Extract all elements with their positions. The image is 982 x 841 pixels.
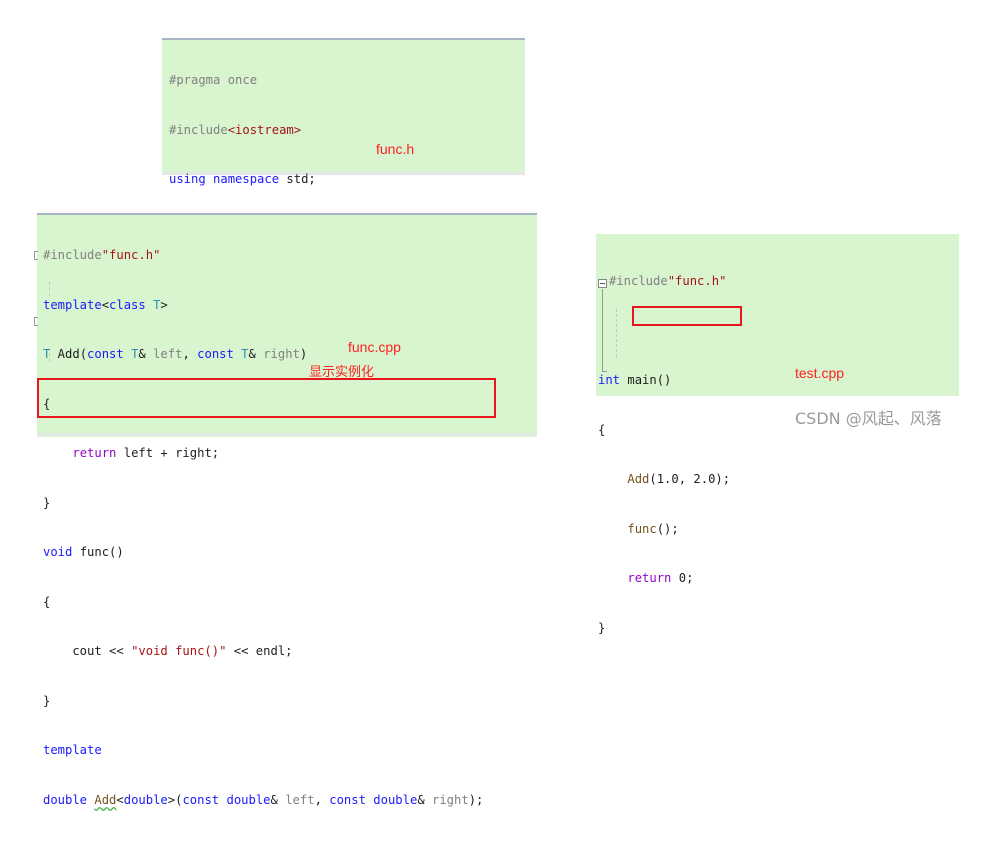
func-h-label: func.h [376, 141, 415, 157]
code-line: int main() [598, 373, 672, 387]
code-line: template [43, 743, 102, 757]
csdn-watermark: CSDN @风起、风落 [795, 409, 942, 428]
explicit-instantiation-highlight-box [37, 378, 496, 418]
code-line: #include"func.h" [43, 248, 161, 262]
panel-bottom-strip [162, 172, 525, 175]
test-cpp-label: test.cpp [795, 365, 845, 381]
indent-guide [49, 348, 50, 362]
code-line: } [43, 495, 51, 510]
fold-marker-func[interactable] [34, 317, 38, 326]
indent-guide [49, 282, 50, 296]
code-line: T Add(const T& left, const T& right) [43, 347, 308, 361]
code-line: func(); [627, 521, 679, 536]
indent-guide [616, 309, 617, 357]
code-line: using namespace std; [169, 172, 316, 186]
func-h-code-panel: #pragma once #include<iostream> using na… [162, 38, 525, 335]
code-line: cout << "void func()" << endl; [43, 644, 293, 658]
code-line: return left + right; [72, 446, 220, 460]
warning-squiggle: Add [94, 792, 117, 807]
code-line: #include<iostream> [169, 122, 302, 137]
explicit-instantiation-annotation: 显示实例化 [309, 365, 375, 380]
func-cpp-code-panel: #include"func.h" template<class T> T Add… [34, 213, 537, 807]
func-cpp-label: func.cpp [348, 339, 401, 355]
add-call-highlight-box [632, 306, 742, 326]
code-line: } [598, 620, 606, 635]
code-line: #pragma once [169, 73, 258, 87]
code-line: { [43, 594, 51, 609]
code-line: #include"func.h" [609, 274, 727, 288]
code-line: } [43, 693, 51, 708]
panel-bottom-strip [37, 433, 537, 436]
code-line: double Add<double>(const double& left, c… [43, 792, 484, 807]
fold-range-line [602, 289, 607, 372]
test-cpp-code-panel: #include"func.h" int main() { Add(1.0, 2… [596, 234, 959, 635]
code-line: void func() [43, 545, 124, 559]
func-cpp-code: #include"func.h" template<class T> T Add… [43, 214, 483, 841]
panel-top-border [37, 213, 537, 215]
code-line: template<class T> [43, 297, 168, 312]
code-line: { [43, 396, 51, 411]
panel-top-border [162, 38, 525, 40]
code-line: Add(1.0, 2.0); [627, 472, 731, 486]
test-cpp-code: #include"func.h" int main() { Add(1.0, 2… [598, 240, 730, 669]
code-line: { [598, 422, 606, 437]
code-line: return 0; [627, 571, 694, 585]
fold-marker-add[interactable] [34, 251, 38, 260]
collapse-icon[interactable] [598, 279, 607, 288]
